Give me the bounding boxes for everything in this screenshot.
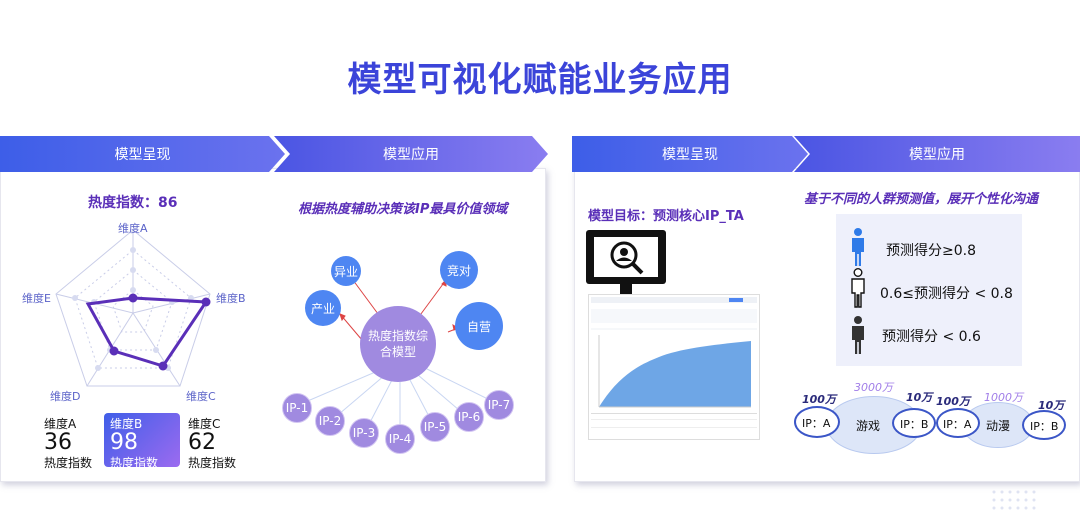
stat-value: 36 [44,430,72,455]
stat-name: 维度A [44,417,77,431]
person-blue-icon [852,228,864,266]
stat-value: 62 [188,430,216,455]
right-banner-application: 模型应用 [794,136,1080,172]
node-label: 自营 [466,319,491,334]
node-ip-6[interactable]: IP-6 [454,402,484,432]
group-game-center-label: 游戏 [856,419,881,433]
banner-label: 模型应用 [909,147,965,163]
node-label: IP-2 [318,414,342,428]
node-ip-7[interactable]: IP-7 [484,390,514,420]
stat-sub: 热度指数 [110,456,159,470]
legend-row-high: 预测得分≥0.8 [886,243,976,259]
node-ip-4[interactable]: IP-4 [385,424,415,454]
group-game-center-value: 3000万 [854,381,893,394]
group-anime-left-node[interactable] [936,408,980,438]
center-node-label: 热度指数综合模型 [368,329,429,359]
node-ip-1[interactable]: IP-1 [282,393,312,423]
left-app-subtitle: 根据热度辅助决策该IP最具价值领域 [298,202,508,217]
group-game-right-node-label: IP：B [900,418,929,431]
radar-axis-d: 维度D [50,390,81,403]
banner-label: 模型呈现 [662,147,718,163]
node-ziying[interactable]: 自营 [455,302,503,350]
right-banner-presentation: 模型呈现 [572,136,808,172]
radar-axis-c: 维度C [186,390,216,403]
person-dark-icon [852,316,864,354]
group-anime-left-node-label: IP：A [943,418,972,431]
group-game-right-node[interactable] [892,408,936,438]
group-anime-right-node-label: IP：B [1030,420,1059,433]
node-label: IP-6 [457,410,481,424]
stat-name: 维度C [188,417,221,431]
legend-panel [836,214,1022,366]
node-chanye[interactable]: 产业 [305,290,341,326]
page-title: 模型可视化赋能业务应用 [347,60,733,100]
node-label: IP-1 [285,401,309,415]
stat-sub: 热度指数 [44,456,93,470]
group-game-left-node[interactable] [794,406,840,438]
radar-axis-b: 维度B [216,292,246,305]
node-label: IP-3 [352,426,376,440]
model-target-label: 模型目标：预测核心IP_TA [588,209,744,224]
stat-name: 维度B [110,417,143,431]
right-app-subtitle: 基于不同的人群预测值，展开个性化沟通 [804,192,1039,207]
legend-row-medium: 0.6≤预测得分 < 0.8 [880,286,1013,302]
left-banner-application: 模型应用 [274,136,548,172]
node-label: IP-7 [487,398,511,412]
center-node-heat-model[interactable]: 热度指数综合模型 [360,306,436,382]
radar-value-polygon [85,296,209,368]
radar-axis-a: 维度A [118,222,148,235]
dashboard-thumbnail [591,297,757,428]
decorative-dot-grid [992,490,1036,510]
legend-row-low: 预测得分 < 0.6 [882,329,981,345]
heat-index-label: 热度指数：86 [88,195,178,211]
group-anime-right-node[interactable] [1022,410,1066,440]
group-anime-center-label: 动漫 [986,419,1011,433]
node-jingdui[interactable]: 竞对 [440,251,478,289]
banner-label: 模型应用 [383,147,439,163]
group-game-right-value: 10万 [906,391,933,404]
node-label: IP-4 [388,432,412,446]
radar-chart [55,229,211,387]
stat-sub: 热度指数 [188,456,237,470]
node-label: 异业 [333,264,358,279]
stat-dimension-c[interactable]: 维度C 62 热度指数 [182,413,258,470]
node-label: 竞对 [446,263,471,278]
left-banner-presentation: 模型呈现 [0,136,285,172]
node-ip-5[interactable]: IP-5 [420,412,450,442]
group-anime-left-value: 100万 [936,395,970,408]
node-label: 产业 [310,301,335,316]
node-yiye[interactable]: 异业 [331,256,361,286]
node-ip-2[interactable]: IP-2 [315,406,345,436]
stat-value: 98 [110,430,138,455]
node-label: IP-5 [423,420,447,434]
group-anime-center-value: 1000万 [984,391,1023,404]
person-white-icon [851,268,865,308]
dashboard-screenshot [588,294,760,440]
stat-dimension-b[interactable]: 维度B 98 热度指数 [104,413,180,470]
node-ip-3[interactable]: IP-3 [349,418,379,448]
group-game-left-node-label: IP：A [802,417,831,430]
stat-dimension-a[interactable]: 维度A 36 热度指数 [38,413,114,470]
radar-axis-e: 维度E [22,292,51,305]
group-game-left-value: 100万 [802,393,836,406]
group-anime-right-value: 10万 [1038,399,1065,412]
banner-label: 模型呈现 [114,147,171,163]
